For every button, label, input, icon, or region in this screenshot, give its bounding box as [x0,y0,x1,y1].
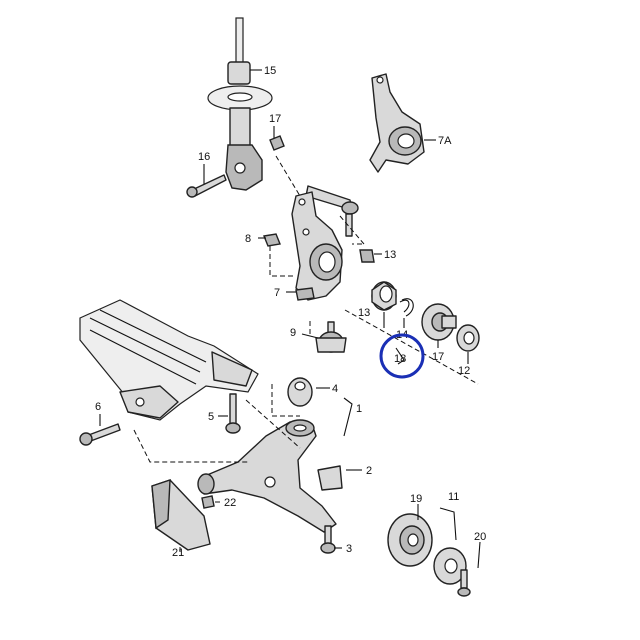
control-arm-front-eye-hole [293,424,307,432]
tie-rod-ball [341,201,359,215]
steering-knuckle-7 [291,191,343,301]
bolt-5 [225,393,241,434]
wheel-bearing-group [344,281,480,385]
hub-stud-head [457,587,471,597]
mount-bracket-21 [151,479,211,551]
clip-18 [395,347,405,365]
nut-13a [359,249,375,263]
callout-9: 9 [290,327,296,339]
bolt-6-head [79,432,93,446]
knuckle-7a-upper-hole [376,76,384,84]
callout-17-hub: 17 [432,351,444,363]
strut-mount-hole [234,162,246,174]
callout-21: 21 [172,547,184,559]
highlight-circle-18 [379,333,425,379]
callout-1: 1 [356,403,362,415]
tie-rod-stud [345,213,353,237]
control-arm-rear-eye [197,473,215,495]
hub-flange-17 [421,303,457,341]
callout-7a: 7A [438,135,452,147]
bushing-4-body [287,377,313,407]
bushing-4 [287,377,313,407]
knuckle-7-clamp [295,287,315,301]
ball-joint-flange [315,337,347,353]
callout-13-knuckle: 13 [384,249,396,261]
callout-7: 7 [274,287,280,299]
nut-8 [263,233,281,247]
wheel-hub-bore [444,558,458,574]
knuckle-7a-bore [397,133,415,149]
knuckle-7-upper-hole [298,198,306,206]
subframe-mount [211,351,253,387]
bolt-5-shank [229,393,237,425]
strut-piston-rod [235,17,244,69]
knuckle-7a-body [369,73,425,173]
callout-6: 6 [95,401,101,413]
bolt-6 [79,423,121,446]
steering-knuckle-7a [369,73,425,173]
callout-22: 22 [224,497,236,509]
knuckle-7-mid-hole [302,228,310,236]
bushing-4-bore [294,381,306,391]
strut-nut [269,135,285,151]
strut-assembly [186,17,285,198]
callout-2: 2 [366,465,372,477]
spring-seat-center [227,92,253,102]
callout-5: 5 [208,411,214,423]
bearing-axis-line [344,309,479,385]
abs-ring-inner [463,331,475,345]
subframe-bracket-hole [135,397,145,407]
callout-18: 18 [394,353,406,365]
callout-17-strut: 17 [269,113,281,125]
subframe [79,299,259,421]
hub-stud-20 [460,569,468,589]
callout-13-bearing: 13 [358,307,370,319]
abs-ring-12 [456,324,480,352]
circlip-14-outer [401,298,414,317]
brake-disc-group [387,513,471,597]
callout-16: 16 [198,151,210,163]
callout-labels: 15 17 16 7A 8 13 7 13 9 14 17 18 12 4 1 … [95,65,486,559]
leader-lines [99,69,481,569]
bolt-22 [201,495,215,509]
bolt-5-head [225,422,241,434]
callout-8: 8 [245,233,251,245]
hub-flange-spigot [441,315,457,329]
bearing-inner [379,285,393,303]
wheel-bearing-13 [371,281,397,311]
callout-20: 20 [474,531,486,543]
subframe-rib-2 [89,329,197,385]
ball-joint-9 [315,321,347,353]
clamp-bolt-head [186,186,198,198]
callout-19: 19 [410,493,422,505]
mount-21-side [151,479,171,530]
bolt-3 [320,525,336,554]
control-arm [197,419,337,533]
strut-tube [229,107,251,149]
callout-3: 3 [346,543,352,555]
control-arm-hole [264,476,276,488]
subframe-rib-1 [89,317,201,373]
circlip-14 [399,299,410,313]
callout-12: 12 [458,365,470,377]
strut-upper-cylinder [227,61,251,85]
callout-4: 4 [332,383,338,395]
callout-11: 11 [448,491,459,503]
bolt-3-head [320,542,336,554]
bracket-2 [317,465,343,491]
brake-disc-bore [407,533,419,547]
callout-15: 15 [264,65,276,77]
knuckle-7-bore [318,251,336,273]
subframe-rib-3 [99,309,207,363]
subframe-bracket [119,385,179,419]
